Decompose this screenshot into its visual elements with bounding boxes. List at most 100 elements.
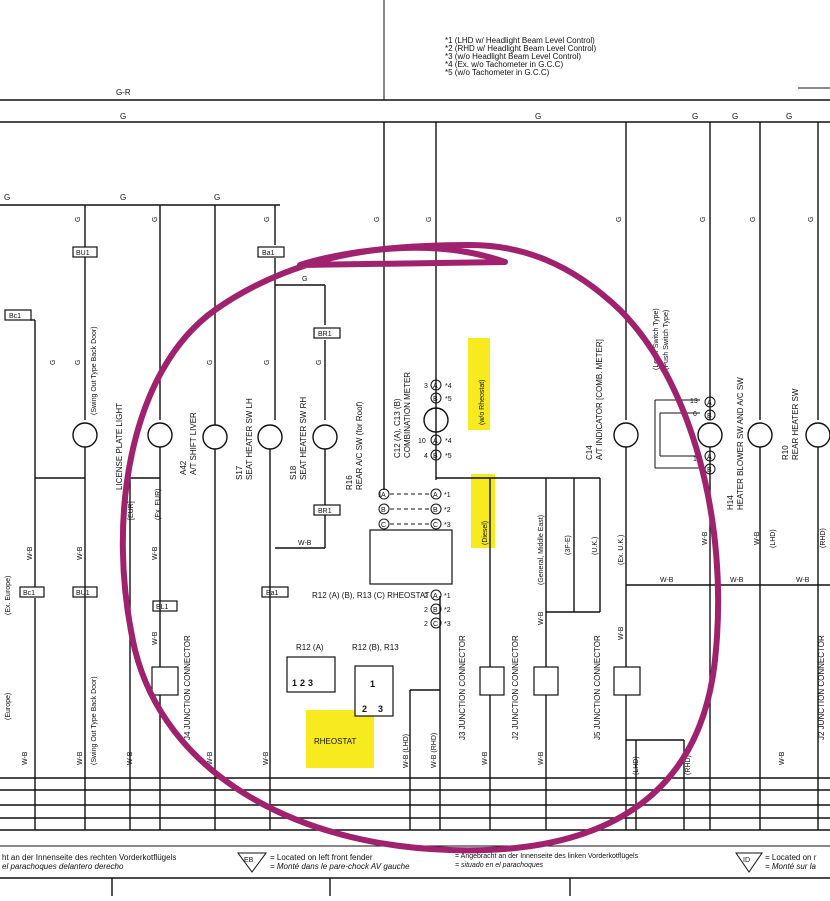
note-general-me: (General, Middle East) <box>538 515 545 585</box>
wire-tag-wb: W-B <box>27 546 34 560</box>
highlight-rheostat <box>306 710 374 768</box>
wire-tag-wb: W-B <box>779 751 786 765</box>
svg-text:*1: *1 <box>444 593 451 600</box>
svg-text:*5: *5 <box>445 453 452 460</box>
note-rhd-lower: (RHD) <box>685 755 692 775</box>
svg-text:3: 3 <box>378 704 383 714</box>
connector-ba1-bottom <box>261 586 289 598</box>
highlight-wo-rheostat <box>468 338 490 430</box>
svg-text:*3: *3 <box>444 621 451 628</box>
note-swing-out-lower: (Swing Out Type Back Door) <box>91 676 98 765</box>
svg-text:3: 3 <box>424 383 428 390</box>
connector-bu1-top <box>72 246 98 258</box>
j2-connector-box <box>533 666 559 696</box>
note-3f-e: (3F-E) <box>565 535 572 555</box>
id-triangle-icon <box>735 852 763 873</box>
connector-tags: BU1 Ba1 Bc1 BR1 BR1 Bc1 BU1 BL1 Ba1 <box>4 246 341 612</box>
svg-text:2: 2 <box>424 621 428 628</box>
note-3: *3 (w/o Headlight Beam Level Control) <box>445 52 581 61</box>
svg-text:10: 10 <box>418 438 426 445</box>
svg-text:*4: *4 <box>445 438 452 445</box>
svg-text:A: A <box>433 492 438 499</box>
wire-tag: G <box>808 217 815 222</box>
a42-name: A/T SHIFT LIVER <box>189 412 198 475</box>
wire-tag-wb: W-B <box>538 611 545 625</box>
wire-tag: G <box>302 276 307 283</box>
s18-code: S18 <box>289 465 298 480</box>
r12-connector-pins: 1 2 3 1 2 3 <box>292 678 383 714</box>
wire-tag: G <box>700 217 707 222</box>
wire-notes: (Swing Out Type Back Door) (Swing Out Ty… <box>5 308 827 775</box>
wire-label-gr: G-R <box>116 88 131 97</box>
r16-name: REAR A/C SW (for Roof) <box>355 401 364 490</box>
footer-eb-fr: = Monté dans le pare-chock AV gauche <box>270 862 410 871</box>
footer-mid-1: = Angebracht an der Innenseite des linke… <box>455 853 639 860</box>
wire-tag: G <box>616 217 623 222</box>
wire-tag-wb: W-B <box>152 631 159 645</box>
wire-tag-wb: W-B <box>796 577 810 584</box>
bottom-bus <box>0 777 830 847</box>
r12a-label: R12 (A) <box>296 643 324 652</box>
connector-bc1-label: Bc1 <box>9 313 21 320</box>
s17-name: SEAT HEATER SW LH <box>245 398 254 480</box>
svg-text:A: A <box>381 492 386 499</box>
wire-tag-wb: W-B <box>77 546 84 560</box>
seat-heater-lh-symbol <box>202 424 228 450</box>
rear-heater-sw-symbol <box>747 422 773 448</box>
j3-connector-box <box>479 666 505 696</box>
svg-text:*5: *5 <box>445 396 452 403</box>
wire-tag-wb: W-B <box>730 577 744 584</box>
component-labels: LICENSE PLATE LIGHT A42 A/T SHIFT LIVER … <box>115 339 826 740</box>
wire-tag-wb: W-B <box>538 751 545 765</box>
svg-text:A: A <box>707 400 712 407</box>
wire-tag-wb: W-B <box>263 751 270 765</box>
note-4: *4 (Ex. w/o Tachometer in G.C.C) <box>445 60 563 69</box>
r12a-connector-drawing <box>286 656 336 693</box>
wire-tag-wb: W-B <box>22 751 29 765</box>
s17-code: S17 <box>235 465 244 480</box>
wire-tag: G <box>264 360 271 365</box>
seat-heater-sw-symbol <box>257 424 283 450</box>
note-1: *1 (LHD w/ Headlight Beam Level Control) <box>445 36 595 45</box>
svg-text:2: 2 <box>424 593 428 600</box>
wire-tag-wb: W-B <box>77 751 84 765</box>
j3-label: J3 JUNCTION CONNECTOR <box>458 635 467 740</box>
svg-text:A: A <box>433 438 438 445</box>
c14-name: A/T INDICATOR [COMB. METER] <box>595 339 604 460</box>
svg-text:B: B <box>433 453 438 460</box>
h14-name: HEATER BLOWER SW AND A/C SW <box>736 377 745 510</box>
svg-text:6: 6 <box>693 411 697 418</box>
note-push-switch: (Push Switch Type) <box>663 310 670 370</box>
wire-label-g: G <box>120 193 126 202</box>
svg-text:3: 3 <box>308 678 313 688</box>
note-uk: (U.K.) <box>592 537 599 555</box>
vertical-wires <box>30 122 819 590</box>
footer-left-2: el parachoques delantero derecho <box>2 862 124 871</box>
wire-label-g: G <box>692 112 698 121</box>
wire-tag-wb: W-B <box>207 751 214 765</box>
svg-text:1: 1 <box>693 456 697 463</box>
footer-id-fr: = Monté sur la <box>765 862 816 871</box>
connector-br1-label: BR1 <box>318 331 332 338</box>
meter-pin-block: 1 A B C A B C *1 *2 *3 3 A *4 B *5 A *4 … <box>378 379 452 629</box>
svg-text:*4: *4 <box>445 383 452 390</box>
wire-tag: G <box>207 360 214 365</box>
connector-bc1-top <box>4 309 32 321</box>
wire-label-g: G <box>214 193 220 202</box>
note-rhd: (RHD) <box>820 528 827 548</box>
rheostat-label: R12 (A) (B), R13 (C) RHEOSTAT <box>312 591 430 600</box>
note-ex-europe: (Ex. Europe) <box>5 576 12 615</box>
note-europe: (Europe) <box>5 693 12 720</box>
eb-symbol: EB <box>244 857 254 864</box>
highlight-diesel <box>471 474 495 548</box>
license-plate-light-label: LICENSE PLATE LIGHT <box>115 403 124 490</box>
svg-text:*3: *3 <box>444 522 451 529</box>
connector-bu1-label: BU1 <box>76 590 90 597</box>
h14-code: H14 <box>726 495 735 510</box>
eb-triangle-icon <box>237 852 267 873</box>
wire-tag: G <box>316 360 323 365</box>
svg-text:1: 1 <box>378 492 382 499</box>
notes-block: *1 (LHD w/ Headlight Beam Level Control)… <box>445 36 597 77</box>
j5-connector-box <box>613 666 641 696</box>
